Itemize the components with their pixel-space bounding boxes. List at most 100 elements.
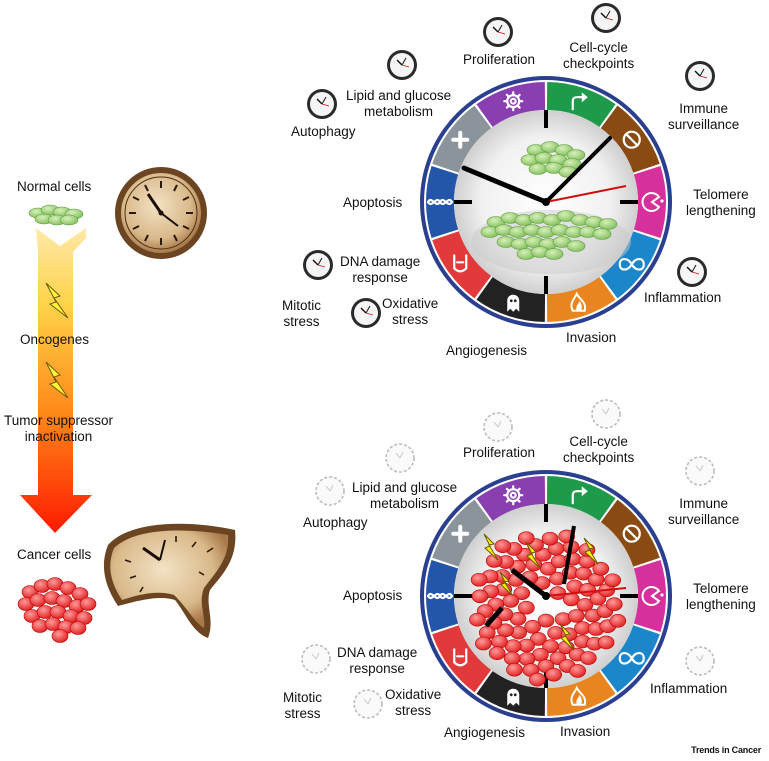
bottom-autophagy-label: Autophagy xyxy=(303,515,368,530)
small-clock-icon xyxy=(685,456,715,486)
no-sign-icon xyxy=(622,524,641,543)
second-hand xyxy=(545,185,627,203)
cancer-cell xyxy=(79,597,97,611)
minute-hand xyxy=(562,525,576,585)
top-invasion-label: Invasion xyxy=(566,330,617,345)
infinity-icon xyxy=(618,651,645,665)
gear-icon xyxy=(503,91,524,112)
small-clock-icon xyxy=(677,257,707,287)
segment-dna xyxy=(426,166,459,238)
cancer-cells-label: Cancer cells xyxy=(17,547,92,562)
bottom-proliferation-label: Proliferation xyxy=(463,445,536,460)
bottom-invasion-label: Invasion xyxy=(560,724,611,739)
lightning-icon xyxy=(45,361,69,399)
antique-clock-icon xyxy=(115,167,207,259)
normal-cells-cluster xyxy=(471,141,631,274)
melting-clock-icon xyxy=(103,523,236,638)
flame-icon xyxy=(570,291,587,312)
small-clock-icon xyxy=(483,412,513,442)
infinity-icon xyxy=(618,257,645,271)
pacman-icon xyxy=(641,586,664,606)
small-clock-icon xyxy=(351,298,381,328)
lightning-icon xyxy=(559,623,575,651)
minute-hand xyxy=(544,136,612,204)
small-clock-icon xyxy=(685,646,715,676)
segment-angiogenesis xyxy=(432,231,492,299)
lightning-icon xyxy=(583,537,599,565)
oncogenes-label: Oncogenes xyxy=(20,332,90,347)
small-clock-icon xyxy=(301,644,331,674)
segment-metabolism xyxy=(476,476,546,522)
hour-hand xyxy=(461,165,549,205)
broken-hand-fragment xyxy=(484,606,504,628)
hour-hand xyxy=(510,568,548,598)
small-clock-icon xyxy=(385,443,415,473)
small-clock-icon xyxy=(315,476,345,506)
segment-immune xyxy=(633,166,666,238)
small-clock-icon xyxy=(591,3,621,33)
cancer-cell xyxy=(59,581,77,595)
dna-icon xyxy=(426,198,454,206)
top-angiogenesis-label: Angiogenesis xyxy=(446,343,528,358)
plus-icon xyxy=(451,524,470,543)
bottom-angiogenesis-label: Angiogenesis xyxy=(444,725,526,740)
ghost-icon xyxy=(507,688,520,706)
small-clock-icon xyxy=(483,17,513,47)
lightning-icon xyxy=(45,282,69,319)
top-apoptosis-label: Apoptosis xyxy=(343,195,403,210)
normal-cells-cluster xyxy=(28,204,84,226)
segment-proliferation xyxy=(546,476,616,522)
normal-clock xyxy=(420,76,672,328)
top-autophagy-label: Autophagy xyxy=(291,124,356,139)
segment-metabolism xyxy=(476,82,546,128)
top-proliferation-label: Proliferation xyxy=(463,52,536,67)
pacman-icon xyxy=(641,192,664,212)
ghost-icon xyxy=(507,294,520,312)
journal-credit: Trends in Cancer xyxy=(691,745,761,755)
gear-icon xyxy=(503,485,524,506)
small-clock-icon xyxy=(353,689,383,719)
lightning-icon xyxy=(499,571,514,596)
no-sign-icon xyxy=(622,130,641,149)
small-clock-icon xyxy=(591,399,621,429)
dna-icon xyxy=(426,592,454,600)
cancer-cells-cluster xyxy=(17,577,97,643)
lightning-icon xyxy=(525,541,541,569)
cancer-cell xyxy=(69,621,87,635)
flame-icon xyxy=(570,685,587,706)
lightning-icon xyxy=(483,533,499,561)
small-clock-icon xyxy=(307,89,337,119)
plus-icon xyxy=(451,130,470,149)
small-clock-icon xyxy=(303,250,333,280)
vessel-icon xyxy=(453,648,468,667)
segment-immune xyxy=(633,560,666,632)
small-clock-icon xyxy=(387,50,417,80)
segment-proliferation xyxy=(546,82,616,128)
bottom-inflammation-label: Inflammation xyxy=(650,681,728,696)
second-hand xyxy=(545,587,627,597)
segment-angiogenesis xyxy=(432,625,492,693)
arrow-icon xyxy=(571,92,588,111)
cancer-cell xyxy=(51,629,69,643)
segment-dna xyxy=(425,560,459,632)
cancer-clock xyxy=(420,470,672,722)
small-clock-icon xyxy=(685,61,715,91)
top-inflammation-label: Inflammation xyxy=(644,290,722,305)
vessel-icon xyxy=(453,254,468,273)
bottom-apoptosis-label: Apoptosis xyxy=(343,588,403,603)
